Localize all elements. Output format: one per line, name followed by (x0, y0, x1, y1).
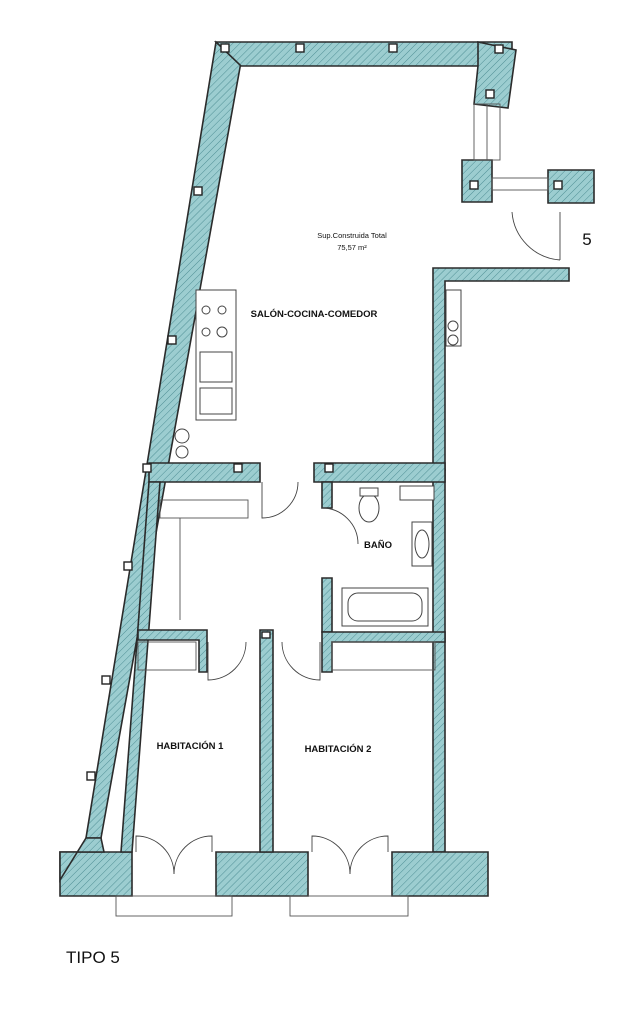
bath-west-wall-lower (321, 577, 333, 633)
column (295, 43, 305, 53)
columns (86, 43, 563, 781)
salon-bedroom-wall-left (148, 462, 261, 483)
toilet-tank (359, 487, 379, 497)
hall-left-wall (120, 481, 161, 853)
hob-burner (216, 326, 228, 338)
salon-bath-wall (313, 462, 446, 483)
room-label-habitacion-1: HABITACIÓN 1 (157, 740, 225, 752)
surface-value: 75,57 m² (337, 243, 367, 252)
hob-burner (201, 327, 211, 337)
bedroom1-door (207, 641, 247, 681)
column (220, 43, 230, 53)
laundry-unit (399, 485, 435, 501)
bedroom2-door (281, 641, 321, 681)
north-wall (214, 41, 513, 67)
boiler (447, 320, 459, 332)
bedroom2-north-wall (321, 631, 446, 673)
interior-walls (120, 462, 446, 853)
balcony-door-frame (491, 177, 549, 191)
room-label-salon: SALÓN-COCINA-COMEDOR (251, 308, 378, 320)
dishwasher (199, 387, 233, 415)
column (324, 463, 334, 473)
bottom-middle-block (215, 851, 309, 897)
column (494, 44, 504, 54)
column (123, 561, 133, 571)
room-label-habitacion-2: HABITACIÓN 2 (305, 743, 372, 755)
kitchen-sink (199, 351, 233, 383)
column (469, 180, 479, 190)
column (101, 675, 111, 685)
column (261, 631, 271, 639)
column (142, 463, 152, 473)
hob-burner (201, 305, 211, 315)
column (388, 43, 398, 53)
room-label-bano: BAÑO (364, 540, 392, 551)
column (167, 335, 177, 345)
column (233, 463, 243, 473)
bedroom1-french-door-left (135, 835, 175, 875)
bedroom1-french-door-right (173, 835, 213, 875)
hob-burner (217, 305, 227, 315)
appliance-column (445, 289, 462, 347)
salon-door (261, 481, 299, 519)
column (86, 771, 96, 781)
balcony-left (115, 895, 233, 917)
bottom-right-block (391, 851, 489, 897)
northeast-corner-wall (473, 41, 517, 109)
washbasin (414, 529, 430, 559)
washer (175, 445, 189, 459)
interior-doors (137, 481, 436, 681)
unit-number: 5 (582, 230, 591, 249)
toilet (358, 493, 380, 523)
exterior-walls (59, 40, 595, 897)
water-heater (174, 428, 190, 444)
surface-label: Sup.Construida Total (317, 231, 387, 240)
wardrobe-3 (331, 641, 436, 671)
balcony-right (289, 895, 409, 917)
boiler (447, 334, 459, 346)
column (193, 186, 203, 196)
labels: Sup.Construida Total 75,57 m² SALÓN-COCI… (66, 230, 592, 967)
corridor-divider (259, 629, 274, 853)
wardrobe-1 (159, 499, 249, 519)
column (485, 89, 495, 99)
bedroom1-north-wall (137, 629, 208, 673)
bath-west-wall (321, 481, 333, 509)
column (553, 180, 563, 190)
entry-door-swing (511, 211, 561, 261)
bedroom2-french-door-left (311, 835, 351, 875)
plan-type-title: TIPO 5 (66, 948, 120, 967)
bathroom (341, 485, 435, 627)
balcony-pier (547, 169, 595, 204)
bathtub-inner (347, 592, 423, 622)
wardrobe-2 (137, 641, 197, 671)
bath-door (321, 507, 359, 545)
kitchen (174, 289, 462, 459)
openings (115, 103, 561, 917)
bedroom2-french-door-right (349, 835, 389, 875)
bottom-left-corner (59, 837, 105, 883)
west-wall (85, 40, 242, 839)
